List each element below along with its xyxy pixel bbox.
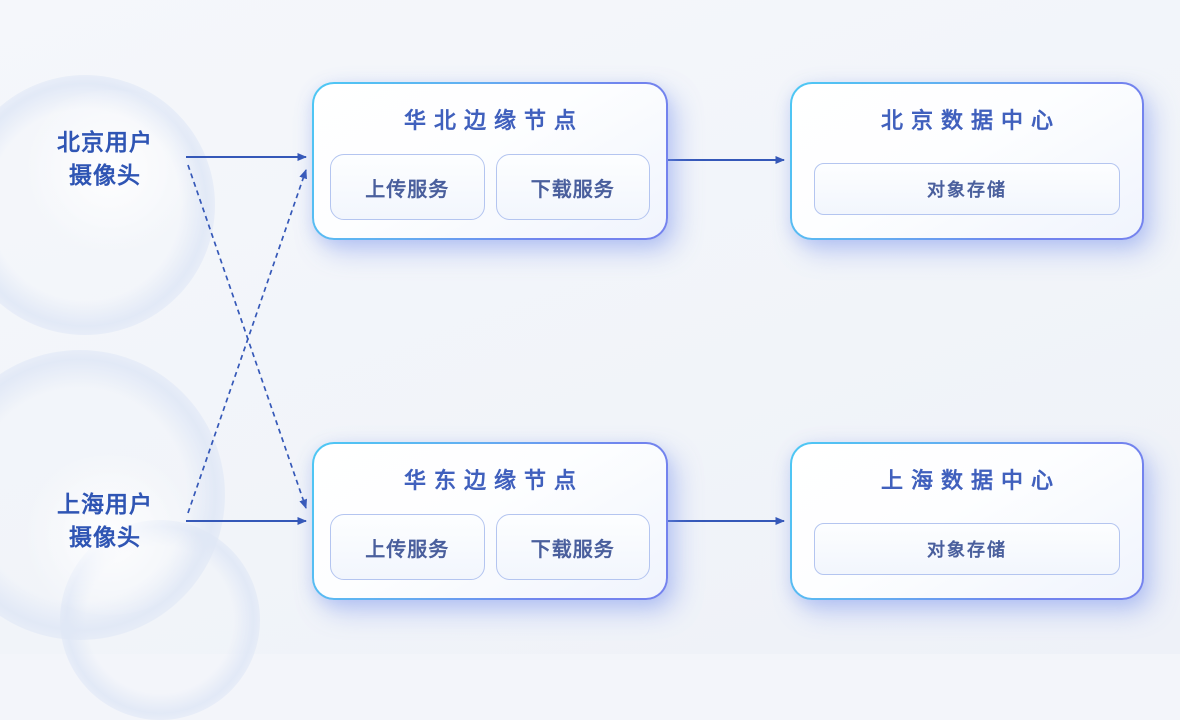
node-title: 北京数据中心 [880,108,1061,133]
source-shanghai-user-camera: 上海用户 摄像头 [17,488,193,554]
node-beijing-data-center: 北京数据中心 对象存储 [790,82,1144,240]
node-east-china-edge: 华东边缘节点 上传服务 下载服务 [312,442,668,600]
source-label-line: 北京用户 [57,129,153,155]
node-title: 华东边缘节点 [403,468,584,493]
service-chip-download: 下载服务 [495,514,650,580]
node-north-china-edge: 华北边缘节点 上传服务 下载服务 [312,82,668,240]
source-label-line: 摄像头 [69,524,141,550]
service-chip-download: 下载服务 [495,154,650,220]
storage-chip: 对象存储 [814,523,1120,575]
service-chip-upload: 上传服务 [330,514,485,580]
storage-row: 对象存储 [814,523,1120,575]
arrow-dashed-beijing-camera-to-east-edge [187,164,308,509]
source-label-line: 摄像头 [69,162,141,188]
source-beijing-user-camera: 北京用户 摄像头 [17,126,193,192]
service-row: 上传服务 下载服务 [330,514,650,580]
source-label-line: 上海用户 [57,491,153,517]
arrow-dashed-shanghai-camera-to-north-edge [187,169,308,514]
node-body: 华东边缘节点 上传服务 下载服务 [314,444,666,598]
storage-chip: 对象存储 [814,163,1120,215]
node-title: 上海数据中心 [880,468,1061,493]
node-body: 华北边缘节点 上传服务 下载服务 [314,84,666,238]
node-title: 华北边缘节点 [403,108,584,133]
decorative-ring [0,75,215,335]
service-chip-upload: 上传服务 [330,154,485,220]
node-body: 北京数据中心 对象存储 [792,84,1142,238]
node-body: 上海数据中心 对象存储 [792,444,1142,598]
node-shanghai-data-center: 上海数据中心 对象存储 [790,442,1144,600]
service-row: 上传服务 下载服务 [330,154,650,220]
storage-row: 对象存储 [814,163,1120,215]
